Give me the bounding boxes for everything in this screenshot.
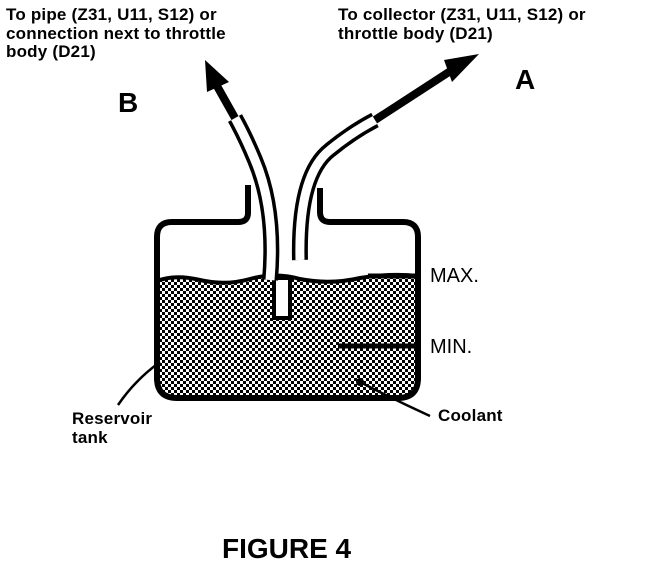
- reservoir-tank-label: Reservoir tank: [72, 409, 153, 447]
- letter-b: B: [118, 87, 139, 118]
- reservoir-leader-line: [116, 360, 161, 406]
- coolant-fill: [157, 274, 418, 398]
- coolant-leader-line: [359, 380, 431, 418]
- letter-a: A: [515, 64, 536, 95]
- arrow-up-right-icon: [444, 54, 479, 82]
- coolant-label: Coolant: [438, 406, 503, 425]
- label-to-pipe-b: To pipe (Z31, U11, S12) or connection ne…: [6, 5, 226, 62]
- hose-a: [291, 66, 455, 261]
- inlet-pipe-stub: [272, 276, 292, 320]
- arrow-up-left-icon: [205, 60, 229, 92]
- figure-caption: FIGURE 4: [222, 533, 352, 564]
- reservoir-tank-outline: [154, 185, 421, 401]
- label-to-collector-a: To collector (Z31, U11, S12) or throttle…: [338, 5, 586, 43]
- max-label: MAX.: [430, 265, 479, 287]
- coolant-leader-dot: [356, 378, 364, 386]
- min-label: MIN.: [430, 336, 473, 358]
- hose-b: [213, 84, 280, 281]
